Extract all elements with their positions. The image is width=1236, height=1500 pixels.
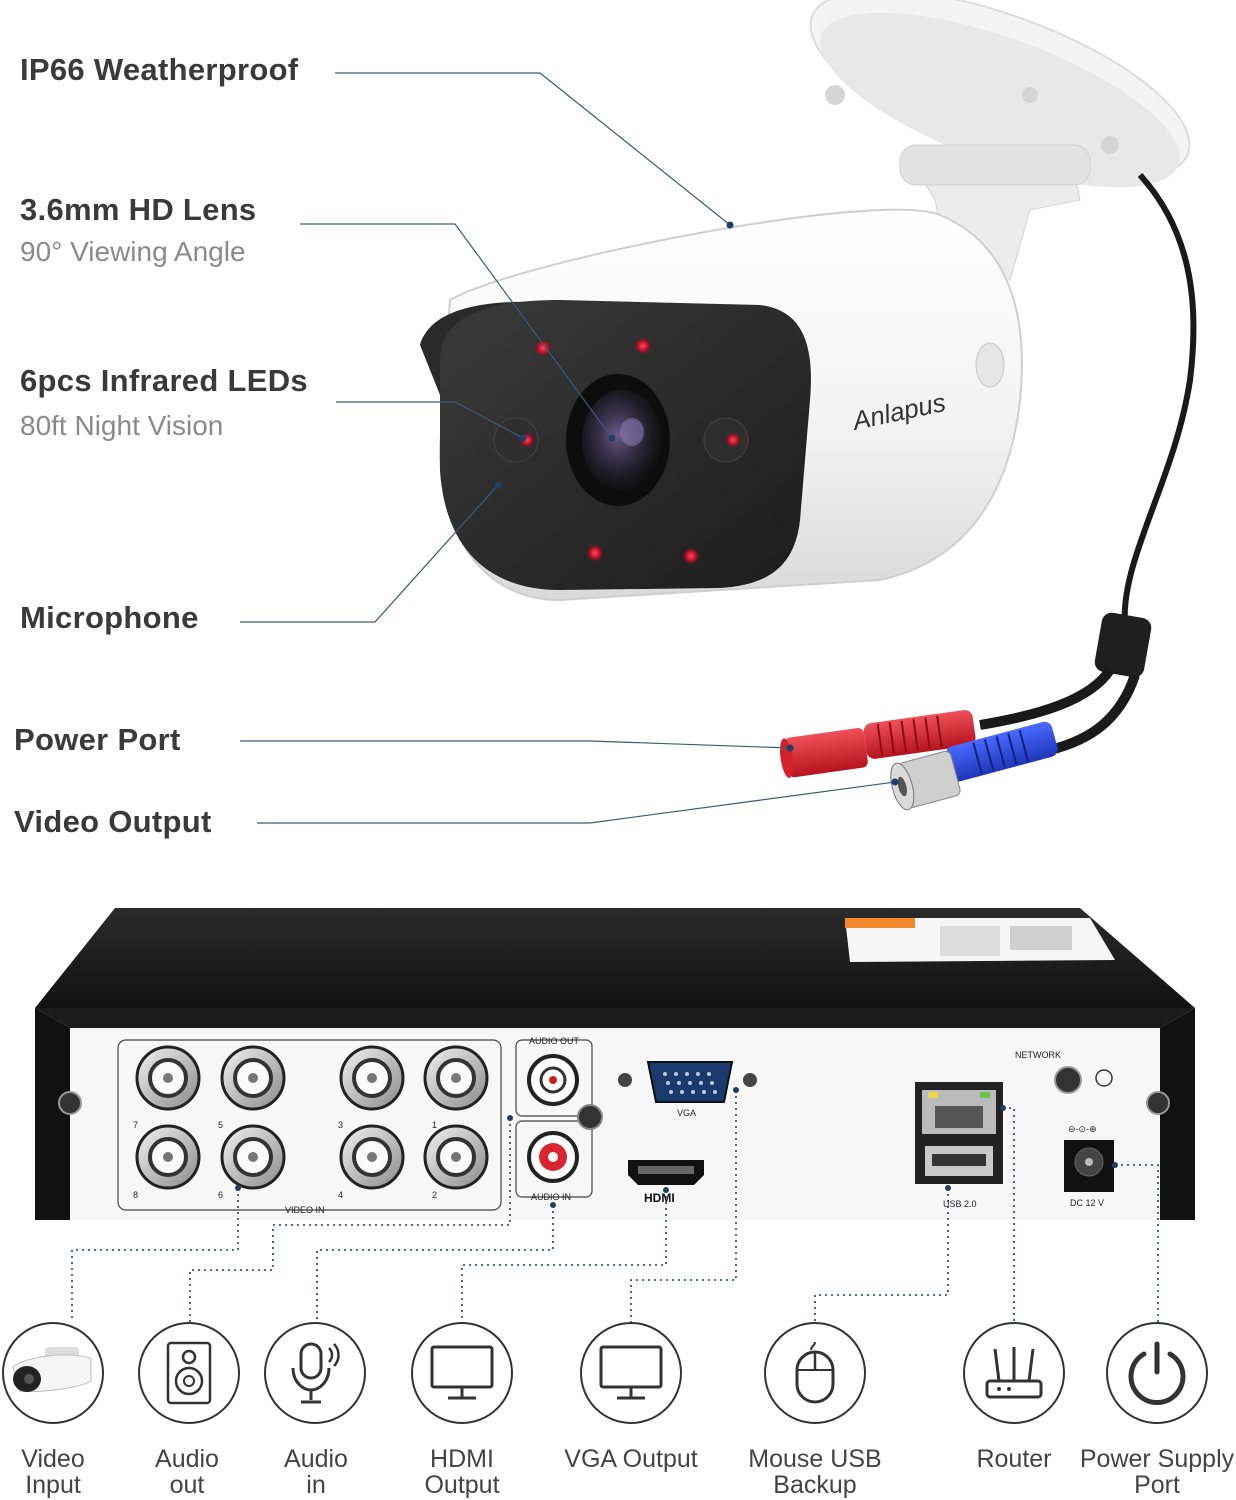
svg-text:⊖-⊙-⊕: ⊖-⊙-⊕ [1068,1124,1097,1134]
video-input-circle [2,1322,104,1424]
video-in-label: VIDEO IN [285,1205,325,1215]
callout-microphone: Microphone [20,600,199,635]
dvr-recorder: ⊖-⊙-⊕ AUDIO OUT AUDIO IN VIDEO IN VGA HD… [35,908,1195,1220]
power-supply-circle [1106,1322,1208,1424]
callout-lens: 3.6mm HD Lens [20,192,257,227]
callout-lens-subtitle: 90° Viewing Angle [20,236,246,267]
audio-in-circle [264,1322,366,1424]
channel-number: 2 [432,1190,437,1200]
callout-video-output: Video Output [14,804,212,839]
callout-weatherproof: IP66 Weatherproof [20,52,299,87]
bullet-camera: Anlapus [420,0,1197,811]
channel-number: 3 [338,1120,343,1130]
speaker-icon [166,1341,212,1405]
callout-infrared-leds: 6pcs Infrared LEDs [20,363,308,398]
audio-out-label: AUDIO OUT [529,1036,580,1046]
channel-number: 5 [218,1120,223,1130]
label-vga-output: VGA Output [564,1445,698,1473]
microphone-icon [291,1342,340,1404]
dvr-connection-lines [71,1090,1159,1322]
usb-label: USB 2.0 [943,1199,977,1209]
channel-number: 1 [432,1120,437,1130]
router-circle [963,1322,1065,1424]
vga-label: VGA [677,1108,696,1118]
monitor-icon [430,1345,494,1400]
router-icon [985,1347,1043,1399]
channel-number: 8 [133,1190,138,1200]
camera-callout-lines [240,72,896,824]
label-router: Router [976,1445,1052,1473]
power-icon [1128,1341,1186,1405]
camera-icon [12,1347,92,1392]
mouse-icon [795,1341,835,1404]
channel-number: 6 [218,1190,223,1200]
monitor-icon [599,1345,663,1400]
audio-in-label: AUDIO IN [531,1192,571,1202]
callout-power-port: Power Port [14,722,181,757]
audio-out-circle [138,1322,240,1424]
channel-number: 7 [133,1120,138,1130]
hdmi-label: HDMI [644,1191,675,1205]
dc-label: DC 12 V [1070,1198,1104,1208]
dvr-label-sticker [845,918,1115,962]
callout-infrared-subtitle: 80ft Night Vision [20,410,224,441]
network-label: NETWORK [1015,1050,1061,1060]
vga-output-circle [580,1322,682,1424]
mouse-usb-circle [764,1322,866,1424]
hdmi-output-circle [411,1322,513,1424]
channel-number: 4 [338,1190,343,1200]
